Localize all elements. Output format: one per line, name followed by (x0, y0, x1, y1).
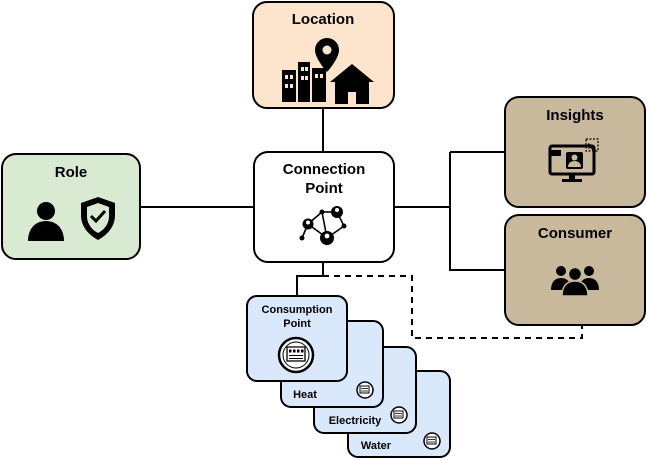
connection-point-title-line2: Point (305, 180, 343, 197)
edge-dashed-consumer (323, 275, 583, 339)
city-pin-icon (282, 38, 374, 104)
meter-icon (423, 432, 441, 450)
consumer-title: Consumer (538, 225, 612, 242)
consumer-node: Consumer (504, 214, 646, 326)
consumption-point-label-line2: Point (283, 318, 311, 330)
meter-icon (356, 381, 374, 399)
location-node: Location (252, 1, 395, 109)
location-title: Location (292, 11, 355, 28)
insights-node: Insights (504, 96, 646, 208)
network-people-icon (299, 206, 347, 245)
electricity-label: Electricity (329, 415, 382, 427)
consumption-point-card: Consumption Point (246, 295, 348, 382)
connection-point-node: Connection Point (253, 151, 395, 263)
connection-point-box (253, 151, 395, 263)
edge-connection-consumption (296, 262, 324, 296)
heat-label: Heat (293, 389, 317, 401)
meter-icon (390, 406, 408, 424)
edge-to-consumer (449, 152, 505, 271)
group-icon (551, 266, 599, 297)
role-node: Role (1, 153, 141, 260)
monitor-profile-icon (548, 138, 599, 182)
consumption-cards: Water Electricity Heat (246, 295, 451, 458)
water-label: Water (361, 440, 392, 452)
connectors (140, 108, 583, 339)
role-title: Role (55, 164, 88, 181)
consumption-point-label-line1: Consumption (262, 304, 333, 316)
person-shield-icon (28, 197, 115, 241)
meter-icon (277, 336, 315, 374)
insights-title: Insights (546, 107, 604, 124)
connection-point-title-line1: Connection (283, 161, 366, 178)
